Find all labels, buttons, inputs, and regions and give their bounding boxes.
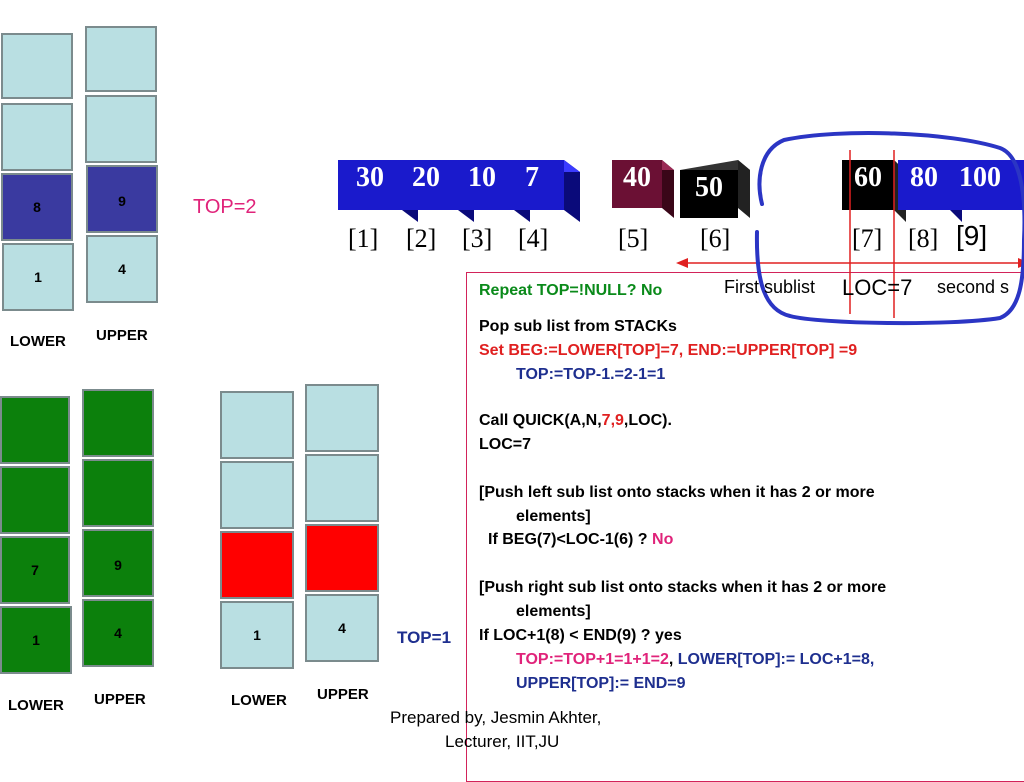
upper-cell-4: 4 bbox=[86, 235, 158, 303]
upper-cell-3: 9 bbox=[86, 165, 158, 233]
if-beg-answer: No bbox=[652, 531, 674, 548]
step-top-decrement: TOP:=TOP-1.=2-1=1 bbox=[516, 366, 666, 383]
lower-cell-4: 1 bbox=[0, 606, 72, 674]
step-set: Set BEG:=LOWER[TOP]=7, END:=UPPER[TOP] =… bbox=[479, 342, 858, 359]
upper-cell-1 bbox=[305, 384, 379, 452]
step-push-right-cont: elements] bbox=[516, 603, 591, 620]
top-label: TOP=1 bbox=[397, 628, 452, 647]
array-index-9: [9] bbox=[956, 220, 988, 251]
lower-cell-2 bbox=[0, 466, 70, 534]
array-value: 40 bbox=[623, 162, 651, 193]
upper-cell-4: 4 bbox=[82, 599, 154, 667]
array-index-8: [8] bbox=[908, 224, 939, 253]
if-beg-condition: If BEG(7)<LOC-1(6) ? bbox=[488, 531, 653, 548]
upper-label: UPPER bbox=[94, 691, 146, 708]
lower-label: LOWER bbox=[10, 333, 66, 350]
call-suffix: ,LOC). bbox=[623, 412, 672, 429]
upper-cell-2 bbox=[82, 459, 154, 527]
array-cell-4: 7 bbox=[500, 160, 588, 222]
top-label: TOP=2 bbox=[193, 196, 257, 218]
step-if-beg: If BEG(7)<LOC-1(6) ? No bbox=[488, 530, 673, 550]
separator: , bbox=[668, 651, 678, 668]
footer-author: Prepared by, Jesmin Akhter, bbox=[390, 708, 602, 727]
upper-cell-1 bbox=[85, 26, 157, 92]
array-index-5: [5] bbox=[618, 224, 649, 253]
upper-cell-2 bbox=[305, 454, 379, 522]
step-pop: Pop sub list from STACKs bbox=[479, 318, 677, 335]
steps-panel: Repeat TOP=!NULL? No Pop sub list from S… bbox=[466, 272, 1024, 782]
step-repeat: Repeat TOP=!NULL? No bbox=[479, 282, 663, 299]
array-value: 30 bbox=[356, 162, 384, 193]
lower-assign: LOWER[TOP]:= LOC+1=8, bbox=[677, 651, 875, 668]
array-index-7: [7] bbox=[852, 224, 883, 253]
upper-cell-3: 9 bbox=[82, 529, 154, 597]
array-value: 20 bbox=[412, 162, 440, 193]
lower-label: LOWER bbox=[8, 697, 64, 714]
array-value: 10 bbox=[468, 162, 496, 193]
lower-cell-1 bbox=[1, 33, 73, 99]
upper-cell-4: 4 bbox=[305, 594, 379, 662]
array-index-2: [2] bbox=[406, 224, 437, 253]
array-value: 60 bbox=[854, 162, 882, 193]
lower-cell-1 bbox=[0, 396, 70, 464]
step-push-left: [Push left sub list onto stacks when it … bbox=[479, 484, 875, 501]
array-index-6: [6] bbox=[700, 224, 731, 253]
lower-cell-2 bbox=[220, 461, 294, 529]
lower-cell-3: 7 bbox=[0, 536, 70, 604]
lower-cell-4: 1 bbox=[2, 243, 74, 311]
loc-label: LOC=7 bbox=[842, 275, 913, 300]
step-top-increment: TOP:=TOP+1=1+1=2, LOWER[TOP]:= LOC+1=8, bbox=[516, 650, 874, 670]
array-value: 100 bbox=[959, 162, 1001, 193]
step-loc: LOC=7 bbox=[479, 436, 532, 453]
call-prefix: Call QUICK(A,N, bbox=[479, 412, 602, 429]
array-index-4: [4] bbox=[518, 224, 549, 253]
lower-cell-4: 1 bbox=[220, 601, 294, 669]
array-index-1: [1] bbox=[348, 224, 379, 253]
lower-cell-2 bbox=[1, 103, 73, 171]
array-value: 80 bbox=[910, 162, 938, 193]
upper-cell-2 bbox=[85, 95, 157, 163]
lower-cell-3: 8 bbox=[1, 173, 73, 241]
lower-cell-3 bbox=[220, 531, 294, 599]
second-sublist-label: second s bbox=[937, 277, 1010, 297]
array-value: 7 bbox=[525, 162, 539, 193]
step-push-left-cont: elements] bbox=[516, 508, 591, 525]
array-value: 50 bbox=[695, 172, 723, 203]
array-cell-9: 100 bbox=[950, 160, 1024, 222]
upper-cell-1 bbox=[82, 389, 154, 457]
call-args: 7,9 bbox=[601, 412, 624, 429]
step-push-right: [Push right sub list onto stacks when it… bbox=[479, 579, 887, 596]
footer-position: Lecturer, IIT,JU bbox=[445, 732, 560, 751]
step-if-loc: If LOC+1(8) < END(9) ? yes bbox=[479, 627, 682, 644]
step-call-quick: Call QUICK(A,N,7,9,LOC). bbox=[479, 411, 672, 431]
first-sublist-label: First sublist bbox=[724, 277, 816, 297]
upper-label: UPPER bbox=[317, 686, 369, 703]
top-increment: TOP:=TOP+1=1+1=2 bbox=[516, 651, 669, 668]
upper-label: UPPER bbox=[96, 327, 148, 344]
lower-label: LOWER bbox=[231, 692, 287, 709]
array-index-3: [3] bbox=[462, 224, 493, 253]
step-upper-assign: UPPER[TOP]:= END=9 bbox=[516, 675, 686, 692]
upper-cell-3 bbox=[305, 524, 379, 592]
lower-cell-1 bbox=[220, 391, 294, 459]
array-cell-5: 40 bbox=[612, 160, 700, 222]
array-cell-6: 50 bbox=[680, 160, 768, 222]
